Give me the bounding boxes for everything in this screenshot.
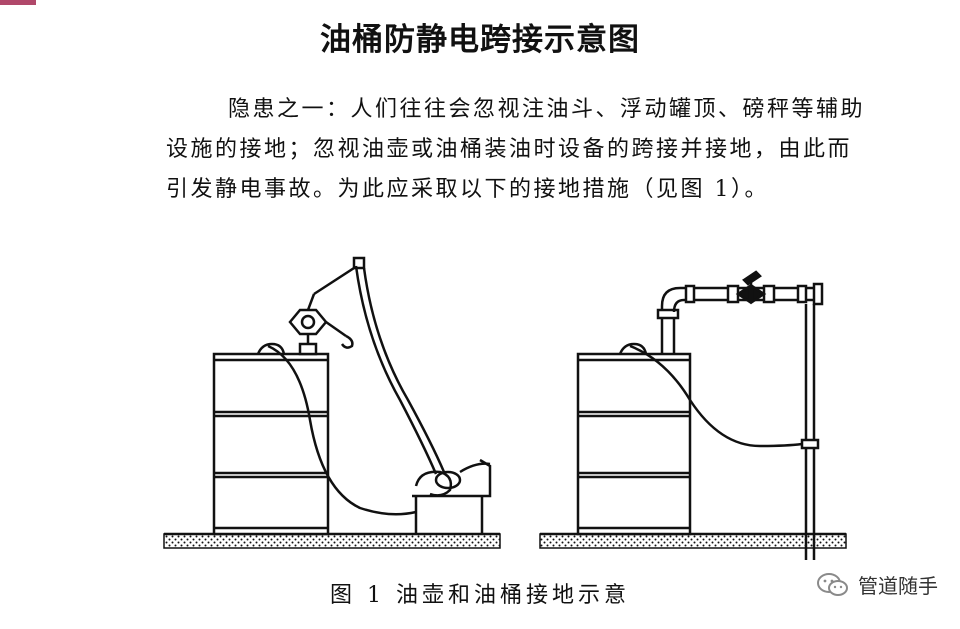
delivery-hose — [354, 265, 446, 475]
bung-cap-left — [256, 342, 286, 355]
bonding-wire-right — [629, 344, 803, 448]
body-paragraph: 隐患之一：人们往往会忽视注油斗、浮动罐顶、磅秤等辅助设施的接地；忽视油壶或油桶装… — [166, 97, 866, 202]
hand-pump — [288, 256, 366, 356]
bonding-wire-left — [267, 344, 417, 516]
ground-right — [539, 532, 847, 549]
ground-left — [163, 532, 501, 549]
right-scene — [539, 270, 847, 560]
source-watermark: 管道随手 — [816, 570, 938, 599]
body-paragraph-block: 隐患之一：人们往往会忽视注油斗、浮动罐顶、磅秤等辅助设施的接地；忽视油壶或油桶装… — [166, 90, 866, 210]
grounding-post — [800, 304, 820, 560]
watermark-text: 管道随手 — [858, 574, 938, 598]
valve — [726, 270, 776, 305]
oil-drum-right — [576, 352, 692, 536]
figure-caption: 图 1 油壶和油桶接地示意 — [330, 583, 630, 608]
grounding-diagram — [163, 256, 847, 560]
oil-can — [412, 458, 492, 534]
oil-drum-left — [212, 352, 330, 536]
page-title: 油桶防静电跨接示意图 — [320, 22, 640, 58]
bung-cap-right — [618, 342, 648, 355]
left-scene — [163, 256, 501, 549]
wechat-icon — [817, 572, 848, 596]
corner-accent-bar — [0, 0, 36, 5]
